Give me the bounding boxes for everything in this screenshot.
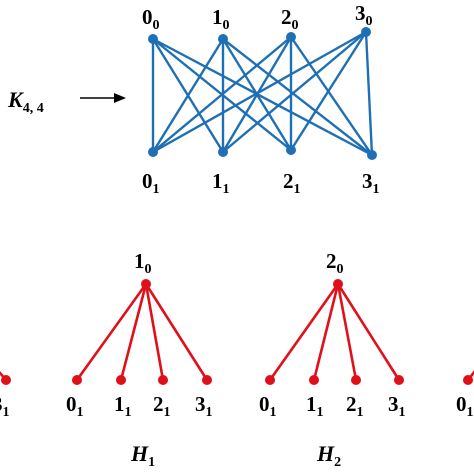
h1-leaf-label-3: 31 <box>195 392 213 420</box>
h1-name-label: H1 <box>130 441 155 470</box>
h2-leaf-vertex-1 <box>309 375 319 385</box>
h2-hub-label: 20 <box>326 249 344 277</box>
h1-edge-3 <box>144 283 209 381</box>
k44-bottom-vertex-0 <box>148 147 158 157</box>
k44-top-vertex-0 <box>148 34 158 44</box>
h1-leaf-label-1: 11 <box>114 392 132 420</box>
h2-hub-vertex <box>333 279 343 289</box>
h1-leaf-vertex-0 <box>72 375 82 385</box>
vertex-label-3-1: 31 <box>362 169 380 197</box>
k44-vertices <box>148 27 377 160</box>
vertex-label-0-1: 01 <box>142 169 160 197</box>
h1-leaf-vertex-1 <box>116 375 126 385</box>
h2-leaf-vertex-3 <box>394 375 404 385</box>
k44-label: K4, 4 <box>7 87 44 116</box>
h1-hub-vertex <box>141 279 151 289</box>
k44-bottom-vertex-1 <box>218 147 228 157</box>
vertex-label-2-0: 20 <box>281 5 299 33</box>
k44-edge-3-1 <box>222 31 367 153</box>
k44-edge-0-3 <box>152 37 373 157</box>
k44-edge-3-0 <box>152 30 367 154</box>
k44-edge-3-3 <box>364 31 374 156</box>
h2-edge-1 <box>312 283 340 381</box>
star-vertices <box>72 279 404 385</box>
h2-name-label: H2 <box>316 441 341 470</box>
k44-edge-2-3 <box>290 36 373 156</box>
k44-top-vertex-2 <box>286 32 296 42</box>
vertex-label-0-0: 00 <box>142 5 160 33</box>
k44-edge-1-3 <box>222 38 373 156</box>
h2-star-labels: 20 01 11 21 31 H2 <box>259 249 406 470</box>
right-partial-star: 01 <box>456 370 474 420</box>
h1-edge-2 <box>144 283 165 381</box>
right-partial-leaf-label: 01 <box>456 392 474 420</box>
k44-bottom-labels: 01 11 21 31 <box>142 169 380 197</box>
h1-leaf-vertex-2 <box>158 375 168 385</box>
vertex-label-2-1: 21 <box>283 169 301 197</box>
k44-edge-3-2 <box>289 31 368 151</box>
h2-edge-0 <box>268 283 340 381</box>
k44-bottom-vertex-3 <box>367 150 377 160</box>
h2-leaf-label-1: 11 <box>306 392 324 420</box>
h2-leaf-vertex-2 <box>351 375 361 385</box>
h1-edge-1 <box>119 283 148 381</box>
h1-leaf-label-0: 01 <box>66 392 84 420</box>
k44-top-vertex-3 <box>361 27 371 37</box>
h2-leaf-label-0: 01 <box>259 392 277 420</box>
vertex-label-1-1: 11 <box>212 169 230 197</box>
k44-top-labels: 00 10 20 30 <box>142 1 373 33</box>
h2-edge-3 <box>336 283 401 381</box>
arrow-icon <box>80 93 126 103</box>
h1-leaf-label-2: 21 <box>153 392 171 420</box>
h1-star-labels: 10 01 11 21 31 H1 <box>66 249 213 470</box>
h2-leaf-label-3: 31 <box>388 392 406 420</box>
h1-hub-label: 10 <box>134 249 152 277</box>
k44-edge-1-0 <box>151 38 225 153</box>
star-edges <box>75 283 401 381</box>
h2-leaf-vertex-0 <box>265 375 275 385</box>
k44-edge-2-0 <box>152 36 292 153</box>
vertex-label-3-0: 30 <box>355 1 373 29</box>
h1-leaf-vertex-3 <box>202 375 212 385</box>
vertex-label-1-0: 10 <box>212 5 230 33</box>
k44-bottom-vertex-2 <box>286 145 296 155</box>
left-partial-leaf-label: 31 <box>0 392 10 420</box>
h2-edge-2 <box>336 283 358 381</box>
k44-edges <box>151 30 374 157</box>
h2-leaf-label-2: 21 <box>346 392 364 420</box>
left-partial-star: 31 <box>0 371 11 420</box>
h1-edge-0 <box>75 283 148 381</box>
k44-top-vertex-1 <box>218 34 228 44</box>
